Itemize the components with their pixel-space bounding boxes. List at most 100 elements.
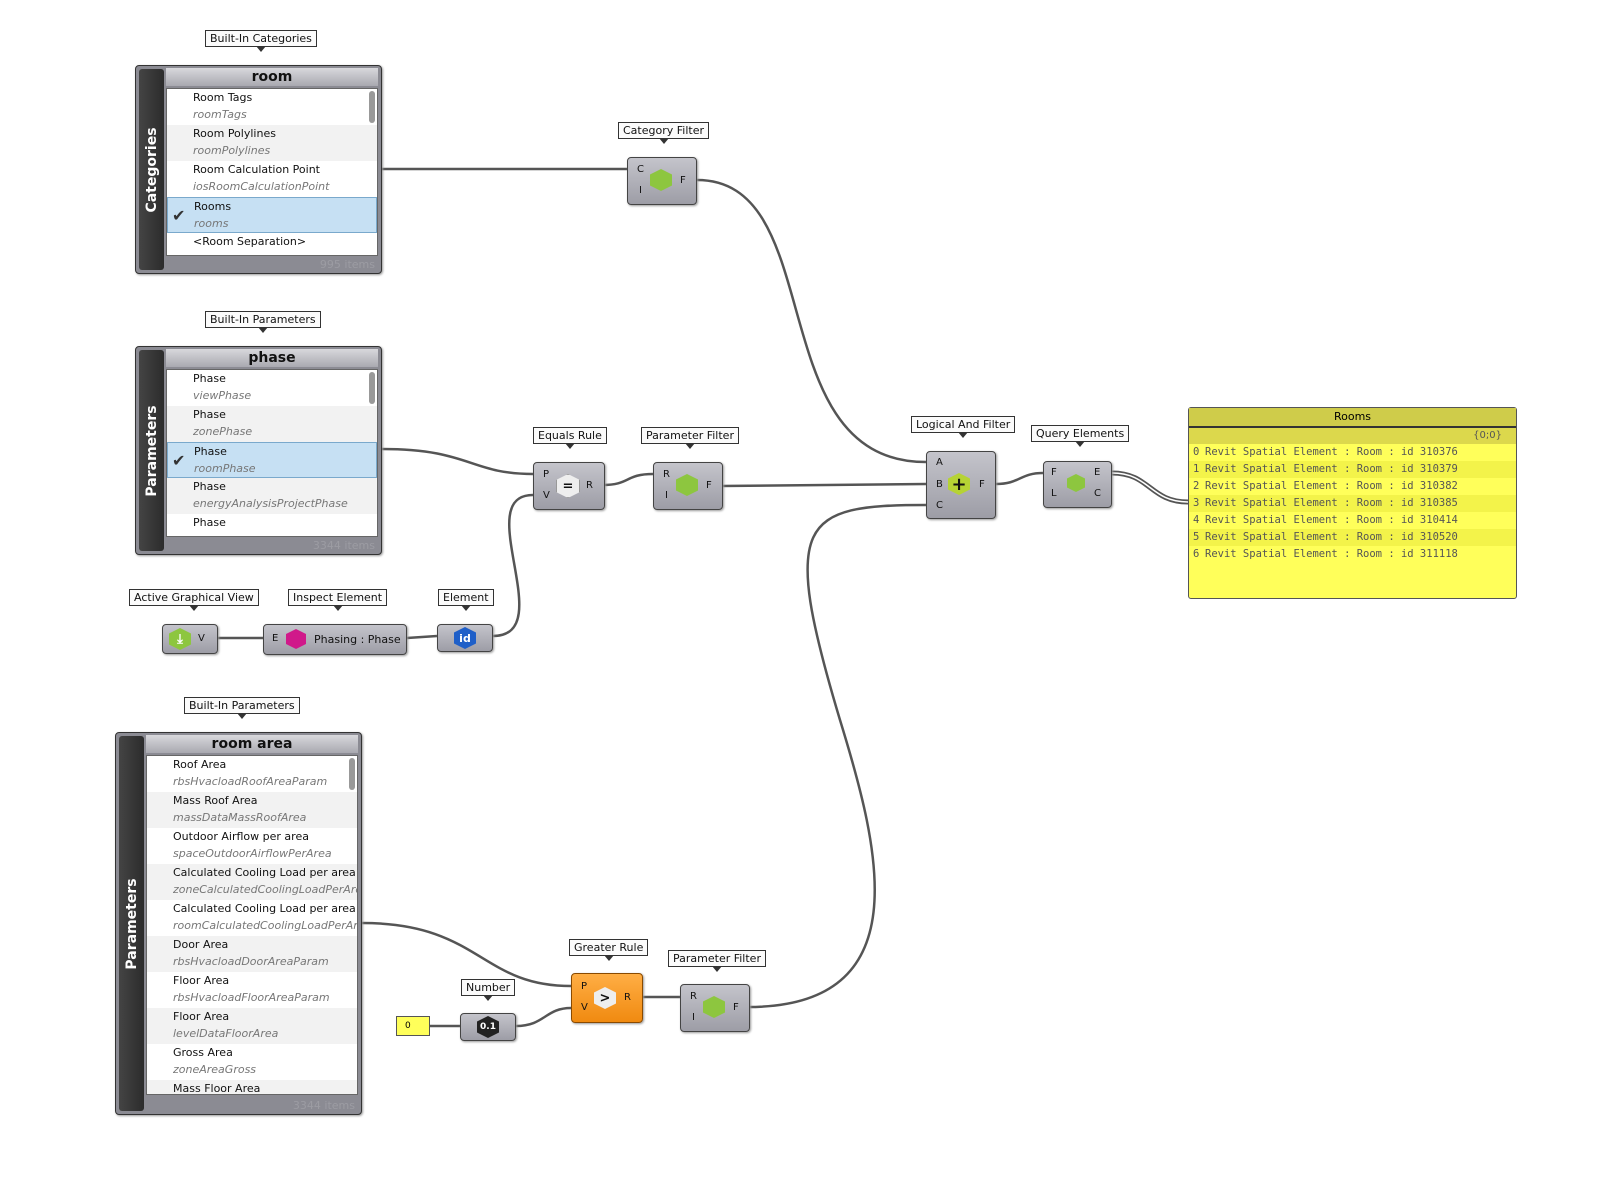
output-f[interactable]: F <box>979 479 985 490</box>
input-f[interactable]: F <box>1051 467 1057 478</box>
item-code: rbsHvacloadDoorAreaParam <box>173 955 329 968</box>
number-node[interactable]: 0.1 <box>460 1013 516 1041</box>
output-c[interactable]: C <box>1094 488 1101 499</box>
equals-rule-node[interactable]: P V = R <box>533 462 605 510</box>
item-name: Floor Area <box>173 1010 230 1023</box>
output-f[interactable]: F <box>680 175 686 186</box>
greater-than-icon: > <box>594 987 616 1009</box>
output-r[interactable]: R <box>586 480 593 491</box>
item-code: zonePhase <box>193 425 253 438</box>
query-elements-node[interactable]: F L E C <box>1043 461 1112 508</box>
output-r[interactable]: R <box>624 992 631 1003</box>
wire <box>696 178 927 464</box>
category-filter-node[interactable]: C I F <box>627 157 697 205</box>
id-icon: id <box>454 627 476 649</box>
output-phasing-phase[interactable]: Phasing : Phase <box>314 633 401 646</box>
greater-rule-node[interactable]: P V > R <box>571 973 643 1023</box>
row-index: 2 <box>1193 480 1200 492</box>
parameters-sidebar: Parameters <box>139 350 164 551</box>
row-index: 5 <box>1193 531 1200 543</box>
row-index: 6 <box>1193 548 1200 560</box>
parameter-filter-2-node[interactable]: R I F <box>680 984 750 1032</box>
output-f[interactable]: F <box>706 480 712 491</box>
room-area-tag: Built-In Parameters <box>184 697 300 719</box>
checkmark-icon: ✔ <box>172 451 186 470</box>
list-item[interactable]: Mass Floor Area <box>147 1080 357 1094</box>
input-i[interactable]: I <box>692 1012 695 1023</box>
input-b[interactable]: B <box>936 479 943 490</box>
logical-and-filter-node[interactable]: A B C + F <box>926 451 996 519</box>
element-node[interactable]: id <box>437 624 493 652</box>
input-v[interactable]: V <box>543 490 550 501</box>
category-filter-tag: Category Filter <box>618 122 709 144</box>
item-name: Phase <box>193 480 226 493</box>
output-e[interactable]: E <box>1094 467 1101 478</box>
input-r[interactable]: R <box>690 991 697 1002</box>
parameter-filter-tag: Parameter Filter <box>641 427 739 449</box>
list-header: room area <box>146 735 358 753</box>
list-header: room <box>166 68 378 86</box>
list-item[interactable]: Phase <box>167 514 377 536</box>
row-text: Revit Spatial Element : Room : id 310520 <box>1205 531 1458 543</box>
item-name: Phase <box>193 372 226 385</box>
equals-icon: = <box>556 474 580 498</box>
input-c[interactable]: C <box>936 500 943 511</box>
row-text: Revit Spatial Element : Room : id 310379 <box>1205 463 1458 475</box>
input-e[interactable]: E <box>272 633 279 644</box>
input-a[interactable]: A <box>936 457 943 468</box>
row-text: Revit Spatial Element : Room : id 310414 <box>1205 514 1458 526</box>
cube-icon <box>676 474 698 496</box>
number-input-panel[interactable]: 0 <box>396 1016 430 1036</box>
item-name: Gross Area <box>173 1046 233 1059</box>
input-v[interactable]: V <box>581 1002 588 1013</box>
input-p[interactable]: P <box>581 981 588 992</box>
panel-row: 5 Revit Spatial Element : Room : id 31052… <box>1189 529 1516 546</box>
output-f[interactable]: F <box>733 1002 739 1013</box>
input-c[interactable]: C <box>637 164 644 175</box>
scrollbar[interactable] <box>349 758 355 790</box>
item-code: massDataMassRoofArea <box>173 811 307 824</box>
input-r[interactable]: R <box>663 469 670 480</box>
item-code: iosRoomCalculationPoint <box>193 180 330 193</box>
parameter-filter-node[interactable]: R I F <box>653 462 723 510</box>
output-v[interactable]: V <box>198 633 205 644</box>
panel-title: Rooms <box>1189 408 1516 428</box>
wire <box>515 1006 572 1028</box>
inspect-element-node[interactable]: E Phasing : Phase <box>263 624 407 655</box>
input-p[interactable]: P <box>543 469 550 480</box>
list-item[interactable]: <Room Separation> <box>167 233 377 255</box>
active-graphical-view-node[interactable]: ⤓ V <box>162 624 218 654</box>
input-i[interactable]: I <box>665 490 668 501</box>
input-i[interactable]: I <box>639 185 642 196</box>
scrollbar[interactable] <box>369 91 375 123</box>
input-l[interactable]: L <box>1051 488 1057 499</box>
number-tag: Number <box>461 979 516 1001</box>
scrollbar[interactable] <box>369 372 375 404</box>
wire <box>381 447 534 476</box>
